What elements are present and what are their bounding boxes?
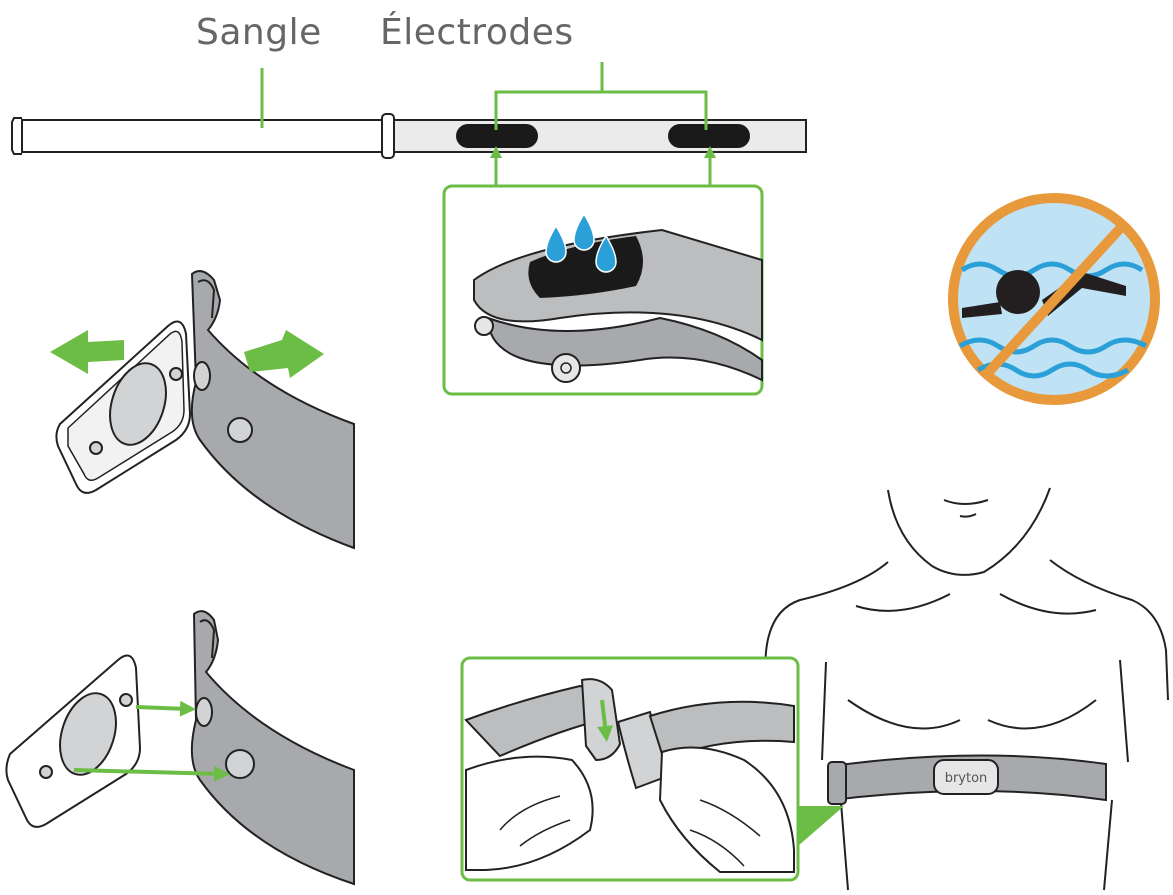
arrow-icon	[50, 330, 124, 374]
water-drop-icon	[545, 212, 617, 273]
arrow-icon	[73, 765, 230, 782]
arrow-icon	[244, 330, 324, 378]
strap-top-view	[11, 113, 807, 159]
strap-label: Sangle	[196, 12, 322, 53]
moisten-electrodes-inset	[442, 184, 764, 396]
bryton-logo: bryton	[945, 771, 988, 786]
arrow-icon	[597, 699, 614, 742]
bryton-module	[933, 759, 999, 795]
electrodes-label: Électrodes	[380, 12, 574, 53]
electrode-right	[668, 124, 750, 148]
attach-module-step	[5, 610, 355, 886]
callout-pointer	[798, 806, 844, 846]
leader-lines	[260, 62, 716, 186]
electrode-left	[456, 124, 538, 148]
worn-chest-strap: bryton	[827, 754, 1107, 805]
arrow-icon	[135, 700, 196, 717]
torso-illustration	[761, 487, 1169, 891]
no-swimming-icon	[948, 193, 1160, 405]
clip-strap-inset	[460, 656, 800, 882]
detach-module-step	[50, 270, 355, 550]
